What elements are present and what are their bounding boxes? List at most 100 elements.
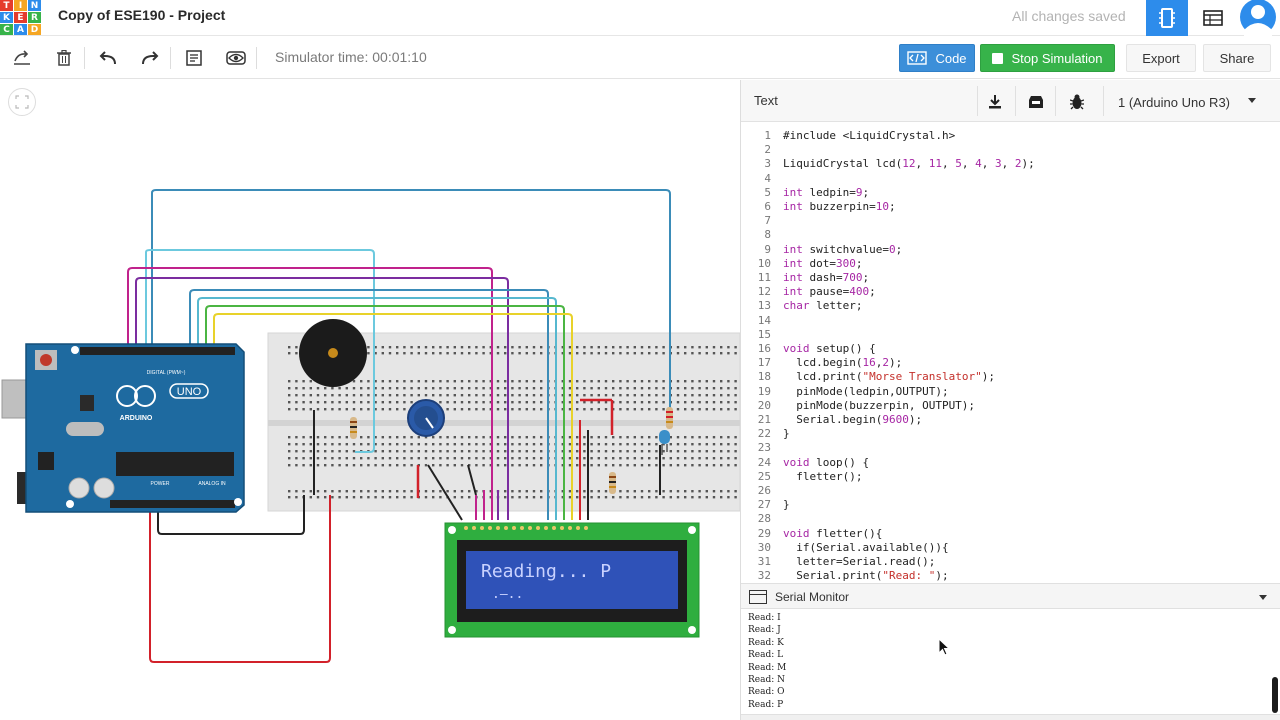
- download-button[interactable]: [982, 89, 1008, 115]
- resistor[interactable]: [609, 472, 616, 494]
- circuit-drawing: UNO ARDUINO DIGITAL (PWM~) POWER ANALOG …: [1, 189, 740, 663]
- breadboard-hole: [417, 394, 420, 397]
- breadboard-hole: [496, 464, 500, 467]
- code-line[interactable]: 4: [741, 172, 1280, 186]
- fit-view-button[interactable]: [8, 88, 36, 116]
- notes-button[interactable]: [182, 46, 206, 70]
- code-button[interactable]: Code: [899, 44, 975, 72]
- export-button[interactable]: Export: [1126, 44, 1196, 72]
- undo-button[interactable]: [96, 46, 120, 70]
- breadboard-hole: [496, 443, 500, 446]
- code-line[interactable]: 18 lcd.print("Morse Translator");: [741, 370, 1280, 384]
- breadboard-hole: [684, 496, 687, 499]
- code-line[interactable]: 7: [741, 214, 1280, 228]
- logo-letter: E: [14, 12, 27, 23]
- potentiometer[interactable]: [407, 399, 445, 437]
- breadboard-hole: [345, 387, 348, 390]
- arduino-uno[interactable]: UNO ARDUINO DIGITAL (PWM~) POWER ANALOG …: [1, 343, 245, 513]
- code-line[interactable]: 21 Serial.begin(9600);: [741, 413, 1280, 427]
- share-button[interactable]: Share: [1203, 44, 1271, 72]
- code-line[interactable]: 32 Serial.print("Read: ");: [741, 569, 1280, 583]
- lcd-pin: [512, 526, 516, 530]
- code-line[interactable]: 2: [741, 143, 1280, 157]
- serial-monitor-header[interactable]: Serial Monitor: [741, 583, 1280, 609]
- rotate-button[interactable]: [10, 46, 34, 70]
- breadboard-hole: [331, 394, 334, 397]
- code-line[interactable]: 25 fletter();: [741, 470, 1280, 484]
- breadboard-hole: [432, 346, 435, 349]
- schematic-view-button[interactable]: [1192, 0, 1234, 36]
- breadboard-hole: [727, 394, 730, 397]
- breadboard-hole: [684, 387, 687, 390]
- lcd-display[interactable]: Reading... P .—..: [444, 522, 700, 638]
- breadboard-hole: [410, 380, 413, 383]
- code-line[interactable]: 14: [741, 314, 1280, 328]
- serial-output-line: Read: M: [748, 662, 787, 673]
- chevron-down-icon[interactable]: [1259, 595, 1267, 600]
- breadboard-hole: [597, 380, 600, 383]
- piezo-buzzer[interactable]: [299, 319, 367, 387]
- resistor[interactable]: [350, 417, 357, 439]
- code-line[interactable]: 22}: [741, 427, 1280, 441]
- breadboard-hole: [568, 443, 572, 446]
- serial-scrollbar[interactable]: [1272, 677, 1278, 713]
- code-line[interactable]: 15: [741, 328, 1280, 342]
- delete-button[interactable]: [52, 46, 76, 70]
- user-avatar[interactable]: [1238, 0, 1278, 36]
- breadboard-hole: [374, 401, 377, 404]
- code-line[interactable]: 30 if(Serial.available()){: [741, 541, 1280, 555]
- breadboard-hole: [511, 443, 514, 446]
- code-line[interactable]: 17 lcd.begin(16,2);: [741, 356, 1280, 370]
- code-line[interactable]: 19 pinMode(ledpin,OUTPUT);: [741, 385, 1280, 399]
- circuit-canvas[interactable]: UNO ARDUINO DIGITAL (PWM~) POWER ANALOG …: [0, 80, 740, 720]
- code-line[interactable]: 20 pinMode(buzzerpin, OUTPUT);: [741, 399, 1280, 413]
- device-select[interactable]: 1 (Arduino Uno R3): [1111, 89, 1266, 115]
- redo-button[interactable]: [138, 46, 162, 70]
- breadboard-hole: [316, 394, 320, 397]
- visibility-button[interactable]: [224, 46, 248, 70]
- library-button[interactable]: [1023, 89, 1049, 115]
- code-line[interactable]: 31 letter=Serial.read();: [741, 555, 1280, 569]
- debugger-button[interactable]: [1064, 89, 1090, 115]
- code-line[interactable]: 1#include <LiquidCrystal.h>: [741, 129, 1280, 143]
- breadboard-hole: [360, 436, 363, 439]
- circuit-view-button[interactable]: [1146, 0, 1188, 36]
- serial-input-bar[interactable]: [741, 714, 1280, 720]
- code-line[interactable]: 28: [741, 512, 1280, 526]
- breadboard-hole: [468, 436, 471, 439]
- breadboard-hole: [662, 457, 665, 460]
- lcd-pin: [528, 526, 532, 530]
- led[interactable]: [659, 430, 670, 455]
- breadboard-hole: [475, 401, 478, 404]
- breadboard-hole: [583, 401, 586, 404]
- resistor[interactable]: [666, 407, 673, 429]
- breadboard-hole: [640, 346, 644, 349]
- code-line[interactable]: 8: [741, 228, 1280, 242]
- breadboard-hole: [590, 387, 593, 390]
- breadboard-hole: [352, 387, 356, 390]
- code-mode-label[interactable]: Text: [754, 93, 778, 108]
- breadboard-hole: [482, 450, 485, 453]
- project-title[interactable]: Copy of ESE190 - Project: [58, 7, 226, 23]
- code-line[interactable]: 26: [741, 484, 1280, 498]
- breadboard-hole: [424, 436, 428, 439]
- stop-simulation-button[interactable]: Stop Simulation: [980, 44, 1115, 72]
- breadboard-hole: [568, 387, 572, 390]
- code-line[interactable]: 23: [741, 441, 1280, 455]
- code-line[interactable]: 27}: [741, 498, 1280, 512]
- breadboard-hole: [288, 496, 291, 499]
